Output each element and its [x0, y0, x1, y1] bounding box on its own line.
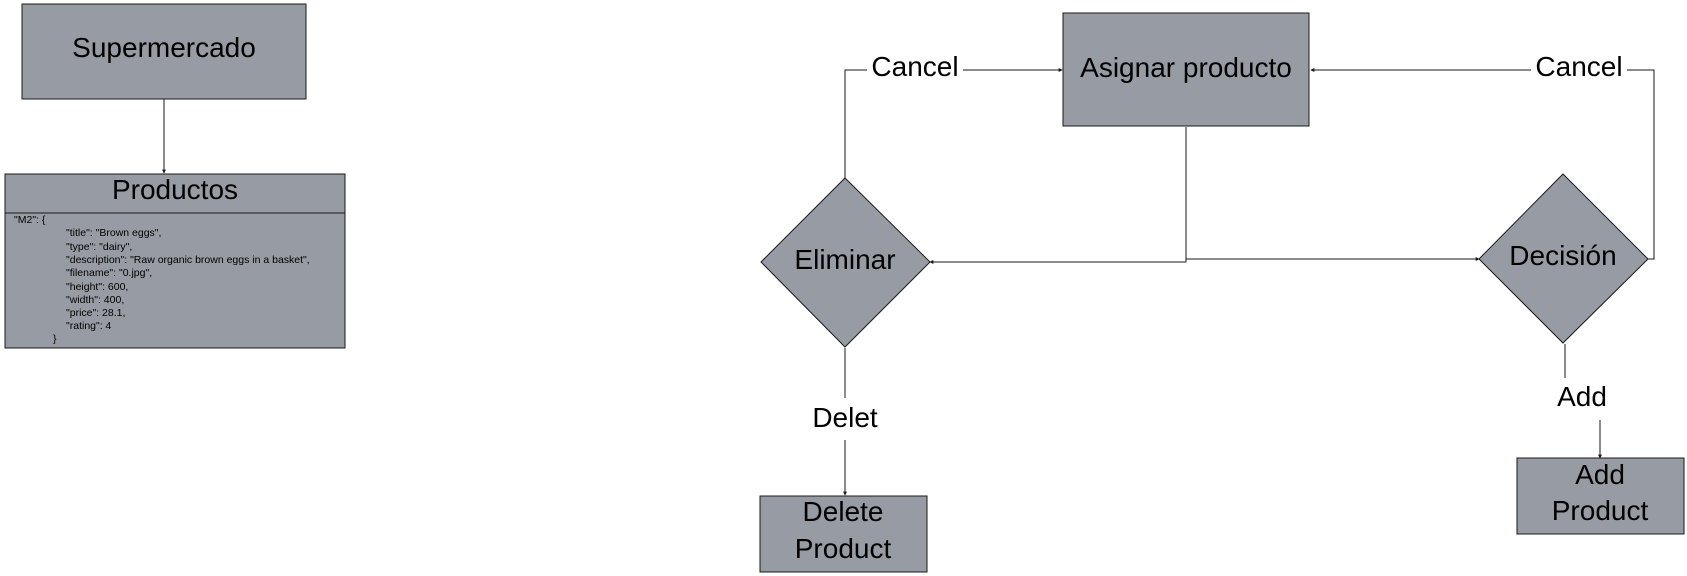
- add-product-node: Add Product: [1516, 457, 1685, 535]
- edge-label-cancel-right: Cancel: [1535, 51, 1622, 82]
- productos-table: Productos "M2": { "title": "Brown eggs",…: [4, 173, 346, 349]
- json-line: "filename": "0.jpg",: [66, 267, 152, 279]
- add-product-label-line1: Add: [1575, 459, 1625, 490]
- supermercado-label: Supermercado: [72, 32, 256, 63]
- add-product-label-line2: Product: [1552, 495, 1649, 526]
- eliminar-node: Eliminar: [760, 177, 931, 348]
- edge-cancel-right: [1310, 68, 1655, 260]
- json-line: "title": "Brown eggs",: [66, 227, 161, 239]
- edge-asignar-eliminar: [929, 127, 1187, 264]
- delete-product-label-line2: Product: [795, 533, 892, 564]
- eliminar-label: Eliminar: [794, 244, 895, 275]
- decision-node: Decisión: [1478, 173, 1649, 344]
- asignar-producto-label: Asignar producto: [1080, 52, 1292, 83]
- json-line: "description": "Raw organic brown eggs i…: [66, 254, 310, 266]
- delete-product-label-line1: Delete: [803, 496, 884, 527]
- json-line: }: [53, 333, 57, 345]
- json-line: "price": 28.1,: [66, 307, 125, 319]
- edge-label-add: Add: [1557, 381, 1607, 412]
- json-line: "width": 400,: [66, 294, 124, 306]
- json-line: "M2": {: [14, 214, 46, 226]
- supermercado-node: Supermercado: [21, 3, 307, 100]
- edge-cancel-left: [844, 68, 1063, 178]
- json-line: "type": "dairy",: [66, 241, 132, 253]
- productos-json-body: "M2": { "title": "Brown eggs", "type": "…: [14, 214, 310, 345]
- delete-product-node: Delete Product: [759, 495, 928, 573]
- edge-label-cancel-left: Cancel: [871, 51, 958, 82]
- decision-label: Decisión: [1509, 240, 1616, 271]
- json-line: "height": 600,: [66, 281, 128, 293]
- edge-label-delet: Delet: [812, 402, 878, 433]
- productos-title: Productos: [112, 174, 238, 205]
- json-line: "rating": 4: [66, 320, 112, 332]
- asignar-producto-node: Asignar producto: [1062, 12, 1310, 127]
